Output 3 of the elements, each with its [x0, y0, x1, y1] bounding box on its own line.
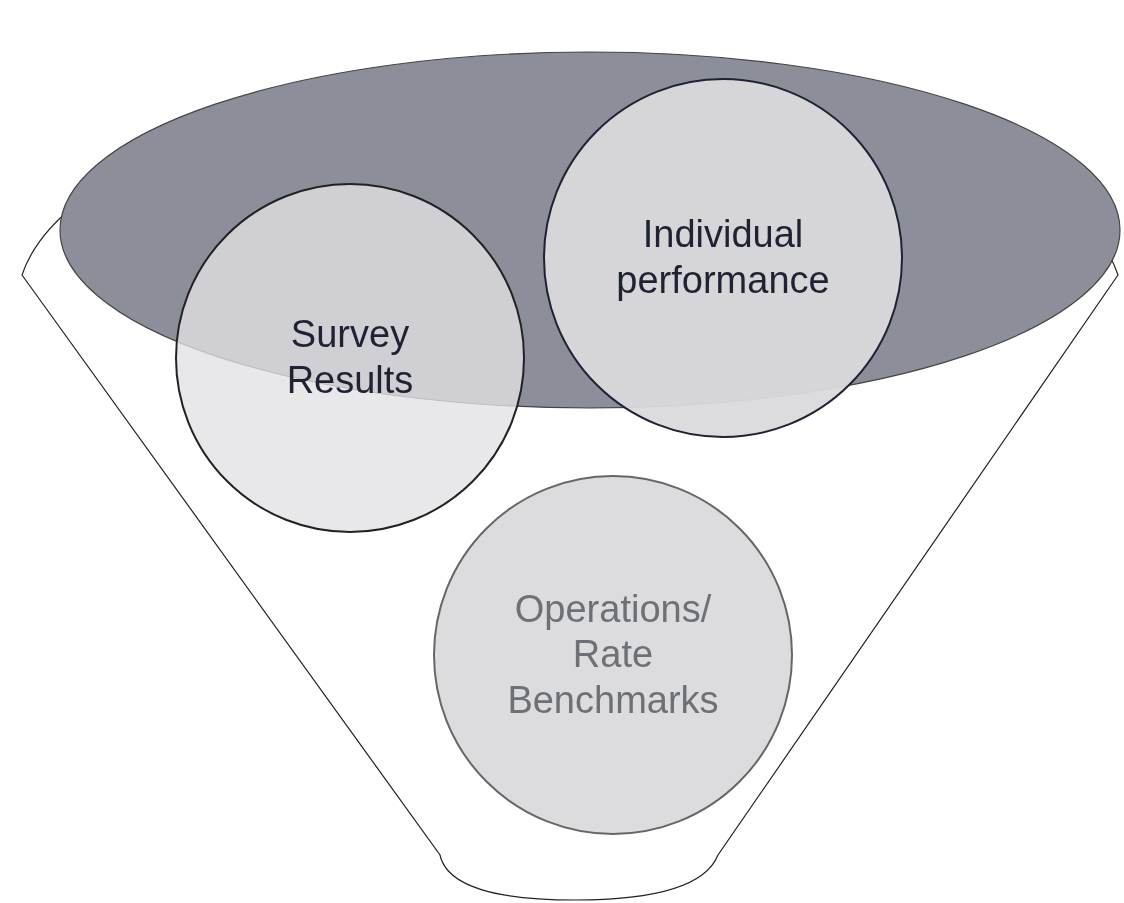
circle-label: Individual performance	[615, 212, 831, 303]
circle-label: Operations/ Rate Benchmarks	[506, 586, 720, 723]
circle-label: Survey Results	[285, 312, 415, 403]
